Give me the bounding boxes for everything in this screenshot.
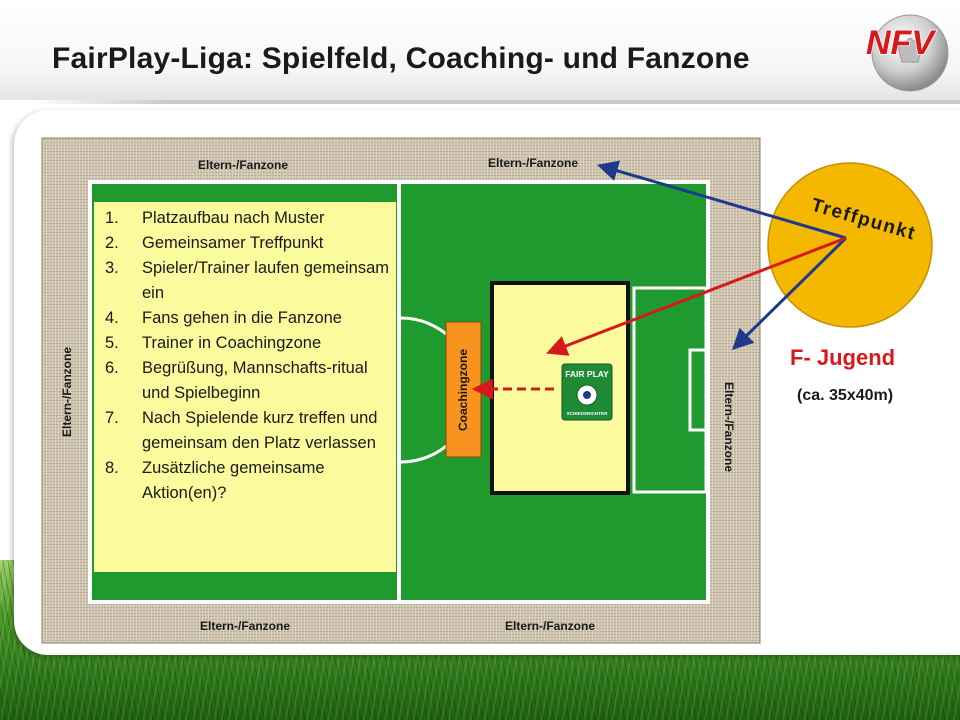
fan-zone-label-top-left: Eltern-/Fanzone xyxy=(198,158,288,172)
nfv-logo: NFV xyxy=(865,14,949,92)
arrow-to-right-fanzone xyxy=(732,236,848,350)
page-title: FairPlay-Liga: Spielfeld, Coaching- und … xyxy=(52,42,750,75)
badge-line1: FAIR PLAY xyxy=(565,369,609,379)
field-size-label: (ca. 35x40m) xyxy=(797,387,894,404)
age-group-label: F- Jugend xyxy=(790,345,896,370)
instruction-item: 5.Trainer in Coachingzone xyxy=(105,334,322,352)
fan-zone-label-left: Eltern-/Fanzone xyxy=(60,347,74,437)
fan-zone-label-bottom-right: Eltern-/Fanzone xyxy=(505,619,595,633)
instruction-item: 8.Zusätzliche gemeinsame Aktion(en)? xyxy=(105,459,325,502)
instruction-item: 7.Nach Spielende kurz treffen und gemein… xyxy=(105,409,378,452)
instruction-zone xyxy=(94,202,396,572)
header-background xyxy=(0,0,960,100)
meeting-point-circle xyxy=(767,162,933,328)
arrow-to-field xyxy=(546,236,847,356)
header-divider xyxy=(30,100,960,104)
instruction-item: 4.Fans gehen in die Fanzone xyxy=(105,309,342,327)
fan-zone-label-top-right: Eltern-/Fanzone xyxy=(488,156,578,170)
arrow-to-top-fanzone xyxy=(596,160,847,240)
instruction-item: 1.Platzaufbau nach Muster xyxy=(105,209,325,227)
goal-area xyxy=(688,348,708,432)
fair-play-badge: FAIR PLAY SCHIEDSRICHTER xyxy=(561,363,613,421)
instruction-item: 2.Gemeinsamer Treffpunkt xyxy=(105,234,324,252)
instruction-item: 3.Spieler/Trainer laufen gemeinsam ein xyxy=(105,259,390,302)
instruction-item: 6.Begrüßung, Mannschafts-ritual und Spie… xyxy=(105,359,368,402)
instruction-list: 1.Platzaufbau nach Muster 2.Gemeinsamer … xyxy=(100,206,392,506)
ball-patch xyxy=(897,37,923,63)
coaching-zone-label: Coachingzone xyxy=(456,349,470,431)
fan-zone-label-bottom-left: Eltern-/Fanzone xyxy=(200,619,290,633)
logo-text: NFV xyxy=(866,24,937,62)
badge-line2: SCHIEDSRICHTER xyxy=(567,411,609,416)
fan-zone-label-right: Eltern-/Fanzone xyxy=(722,382,736,472)
